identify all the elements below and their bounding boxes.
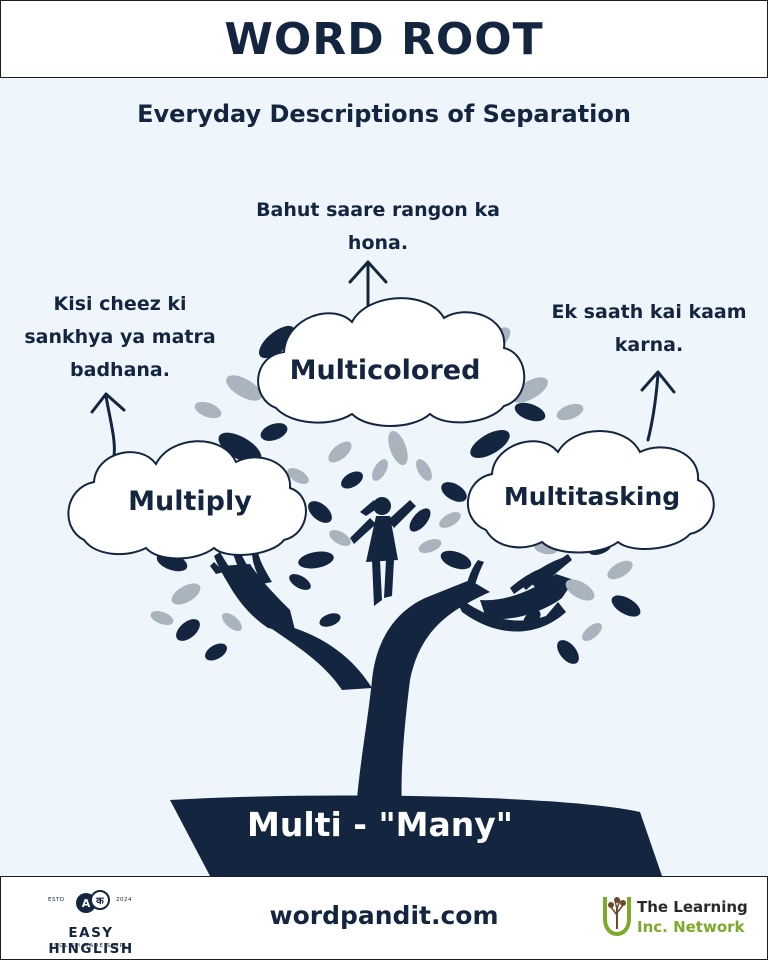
logo-tagline: ENGLISH MADE SIMPLE — [49, 943, 133, 949]
speech-bubble-icon: A क — [76, 890, 110, 913]
ground-shape — [170, 795, 662, 876]
svg-text:क: क — [95, 896, 105, 907]
arrow-multiply — [90, 392, 126, 458]
page-title: WORD ROOT — [224, 13, 544, 65]
header-banner: WORD ROOT — [0, 0, 768, 78]
description-multitasking: Ek saath kai kaam karna. — [551, 301, 747, 356]
logo-year: 2024 — [116, 897, 132, 903]
tree-trunk — [356, 580, 490, 810]
logo-line-1: The Learning — [637, 898, 748, 916]
child-figure-icon — [350, 497, 416, 606]
arrows — [90, 260, 676, 458]
light-leaves — [150, 327, 633, 641]
svg-text:A: A — [82, 897, 91, 910]
arrow-multitasking — [640, 370, 676, 442]
cloud-multiply — [67, 440, 307, 560]
logo-line-2: Inc. Network — [637, 918, 745, 936]
learning-network-logo: The Learning Inc. Network — [599, 891, 764, 947]
description-multicolored: Bahut saare rangon ka hona. — [256, 199, 500, 254]
right-arm — [452, 592, 566, 632]
easy-hinglish-logo: A क ESTD 2024 EASY HINGLISH ENGLISH MADE… — [26, 885, 166, 957]
page-subtitle: Everyday Descriptions of Separation — [137, 100, 631, 128]
footer-bar: A क ESTD 2024 EASY HINGLISH ENGLISH MADE… — [0, 876, 768, 960]
website-link[interactable]: wordpandit.com — [269, 901, 499, 930]
word-multicolored: Multicolored — [289, 355, 481, 386]
logo-name: EASY HINGLISH — [48, 925, 134, 957]
description-multiply: Kisi cheez ki sankhya ya matra badhana. — [24, 293, 216, 381]
cloud-multicolored — [257, 297, 526, 427]
right-hand-icon — [464, 554, 574, 620]
word-multitasking: Multitasking — [503, 482, 681, 511]
logo-estd: ESTD — [48, 897, 65, 903]
word-multiply: Multiply — [128, 486, 252, 517]
tree-u-icon — [603, 897, 631, 937]
arrow-multicolored — [348, 260, 388, 312]
root-label: Multi - "Many" — [247, 805, 513, 844]
cloud-multitasking — [467, 430, 715, 554]
